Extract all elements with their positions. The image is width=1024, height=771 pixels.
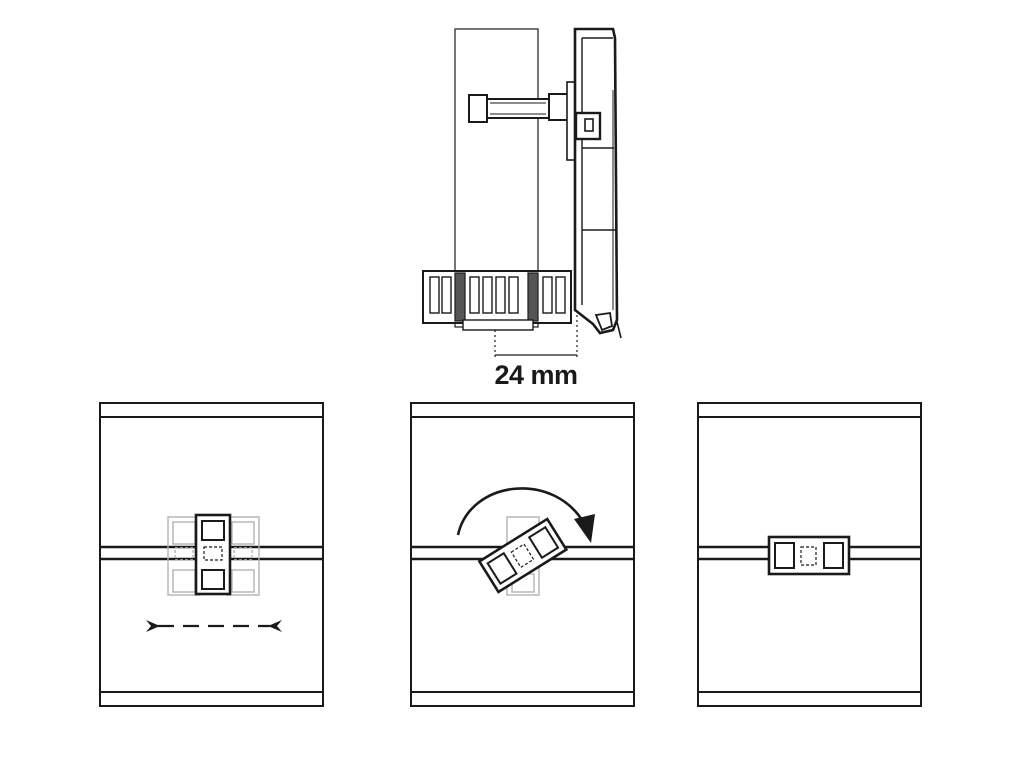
clip-rotating xyxy=(477,517,569,594)
mounting-screw xyxy=(468,93,572,123)
side-housing xyxy=(573,27,622,339)
dimension-24mm xyxy=(494,310,578,360)
panel-step-1 xyxy=(99,402,324,707)
connector-block xyxy=(422,270,572,331)
dimension-label: 24 mm xyxy=(494,360,578,390)
side-view-assembly xyxy=(422,27,622,360)
curved-arrow-icon xyxy=(456,487,595,543)
panel-step-2 xyxy=(410,402,635,707)
panel-step-3 xyxy=(697,402,922,707)
